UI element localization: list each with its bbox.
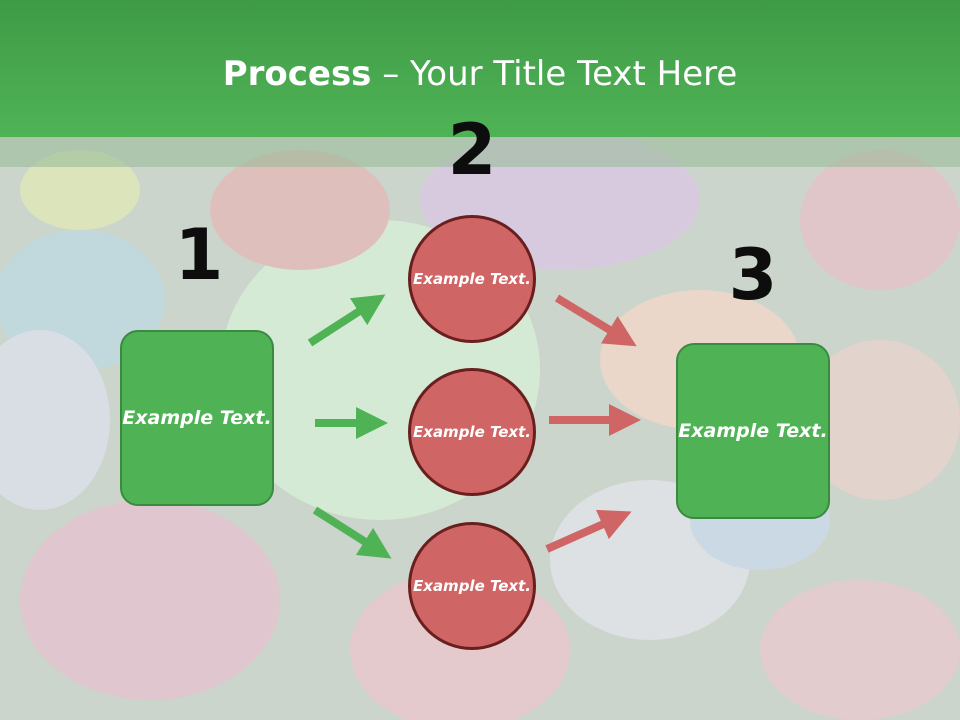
middle-circle-text: Example Text. bbox=[413, 422, 531, 441]
top-circle-text: Example Text. bbox=[413, 269, 531, 288]
top-circle: Example Text. bbox=[408, 215, 536, 343]
title-bar-band bbox=[0, 137, 960, 167]
slide-title: Process – Your Title Text Here bbox=[0, 52, 960, 96]
step-number-1: 1 bbox=[174, 214, 224, 296]
bottom-circle-text: Example Text. bbox=[413, 576, 531, 595]
right-box: Example Text. bbox=[676, 343, 830, 519]
bottom-circle: Example Text. bbox=[408, 522, 536, 650]
title-bold: Process bbox=[222, 54, 372, 94]
arrow-left-to-bottom bbox=[312, 506, 392, 559]
middle-circle: Example Text. bbox=[408, 368, 536, 496]
title-rest: – Your Title Text Here bbox=[371, 54, 738, 94]
right-box-text: Example Text. bbox=[678, 419, 828, 442]
arrow-left-to-top bbox=[307, 294, 386, 347]
left-box: Example Text. bbox=[120, 330, 274, 506]
step-number-2: 2 bbox=[447, 109, 497, 191]
arrow-top-to-right bbox=[554, 294, 637, 347]
title-bar bbox=[0, 0, 960, 137]
step-number-3: 3 bbox=[728, 234, 778, 316]
left-box-text: Example Text. bbox=[122, 406, 272, 429]
arrow-bottom-to-right bbox=[545, 509, 632, 553]
